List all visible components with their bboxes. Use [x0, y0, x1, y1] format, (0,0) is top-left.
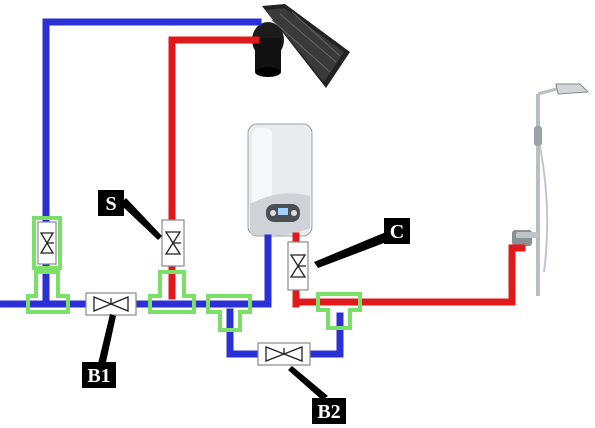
tee-fitting-2: [148, 270, 196, 314]
label-c-callout: C: [314, 218, 410, 268]
tee-fitting-3: [206, 294, 252, 332]
label-c: C: [390, 221, 404, 243]
tee-fitting-4: [316, 292, 362, 330]
tee-fitting-1: [26, 270, 70, 314]
valve-c: [287, 241, 309, 291]
valve-frame-collector-cold: [32, 216, 62, 270]
label-s: S: [105, 193, 116, 215]
valve-b2: [257, 342, 311, 366]
label-s-callout: S: [98, 190, 162, 240]
valve-collector-cold: [37, 221, 57, 265]
tee-fittings: [26, 216, 362, 332]
label-b1-callout: B1: [82, 314, 116, 388]
solar-panel-icon: [252, 4, 350, 88]
valve-s: [161, 219, 185, 267]
cold-pipe-to-collector: [42, 18, 262, 304]
hot-water-pipes: [168, 36, 526, 308]
label-b2: B2: [317, 401, 340, 423]
valve-b1: [85, 292, 137, 316]
shower-icon: [512, 83, 590, 296]
label-b1: B1: [87, 365, 110, 387]
hot-line-to-shower: [292, 244, 526, 306]
label-b2-callout: B2: [288, 366, 346, 424]
boiler-icon: [247, 123, 313, 237]
hot-pipe-from-collector: [168, 36, 260, 300]
